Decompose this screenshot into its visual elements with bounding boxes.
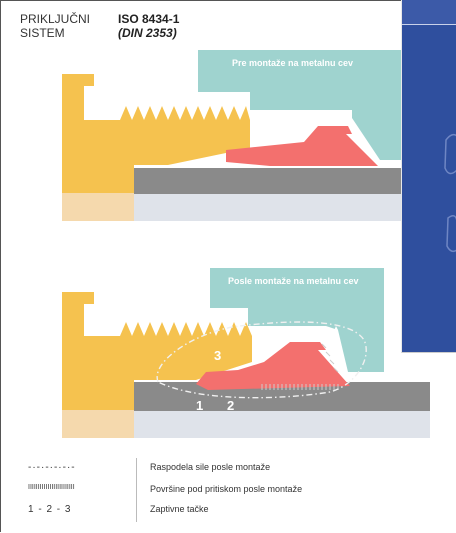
tube-light-2 <box>134 410 430 438</box>
legend-key-pressure: IIIIIIIIIIIIIIIIIIIIIIII <box>28 484 75 491</box>
tube-light <box>134 193 401 221</box>
overlay-panel-strip <box>402 0 456 25</box>
body-shape <box>62 74 250 193</box>
caption-before: Pre montaže na metalnu cev <box>232 58 354 68</box>
diagram-before <box>62 50 401 221</box>
body-shape-2 <box>62 292 252 410</box>
system-label-line1: PRIKLJUČNI <box>20 12 91 26</box>
overlay-blue-panel <box>401 0 456 353</box>
legend-divider <box>136 458 137 522</box>
caption-after: Posle montaže na metalnu cev <box>228 276 359 286</box>
pressure-hatch <box>261 343 339 390</box>
legend-label-sealing: Zaptivne tačke <box>150 504 209 514</box>
sealing-point-1: 1 <box>196 398 204 413</box>
legend-key-sealing: 1 - 2 - 3 <box>28 504 72 515</box>
system-label: PRIKLJUČNI SISTEM <box>20 12 90 40</box>
tube-light-left <box>62 193 134 221</box>
sealing-point-2: 2 <box>227 398 235 413</box>
nut-teeth-2 <box>252 326 338 346</box>
legend-key-force: -·-·-·-·-·- <box>28 462 76 473</box>
cutting-ring-2 <box>196 342 350 390</box>
system-label-line2: SISTEM <box>20 26 65 40</box>
standard-alt-code: (DIN 2353) <box>118 26 177 40</box>
overlay-panel-sketch <box>444 133 456 253</box>
nut-shape <box>198 50 401 160</box>
tube-light-left-2 <box>62 410 134 438</box>
tube-grey <box>134 168 401 194</box>
legend-label-pressure: Površine pod pritiskom posle montaže <box>150 484 303 494</box>
legend-label-force: Raspodela sile posle montaže <box>150 462 271 472</box>
standard-code: ISO 8434-1 <box>118 12 180 26</box>
force-distribution-line <box>156 321 367 399</box>
nut-shape-2 <box>210 268 384 372</box>
standard-label: ISO 8434-1 (DIN 2353) <box>118 12 179 40</box>
sealing-point-3: 3 <box>214 348 222 363</box>
diagram-after <box>62 268 430 438</box>
cutting-ring <box>226 126 378 166</box>
